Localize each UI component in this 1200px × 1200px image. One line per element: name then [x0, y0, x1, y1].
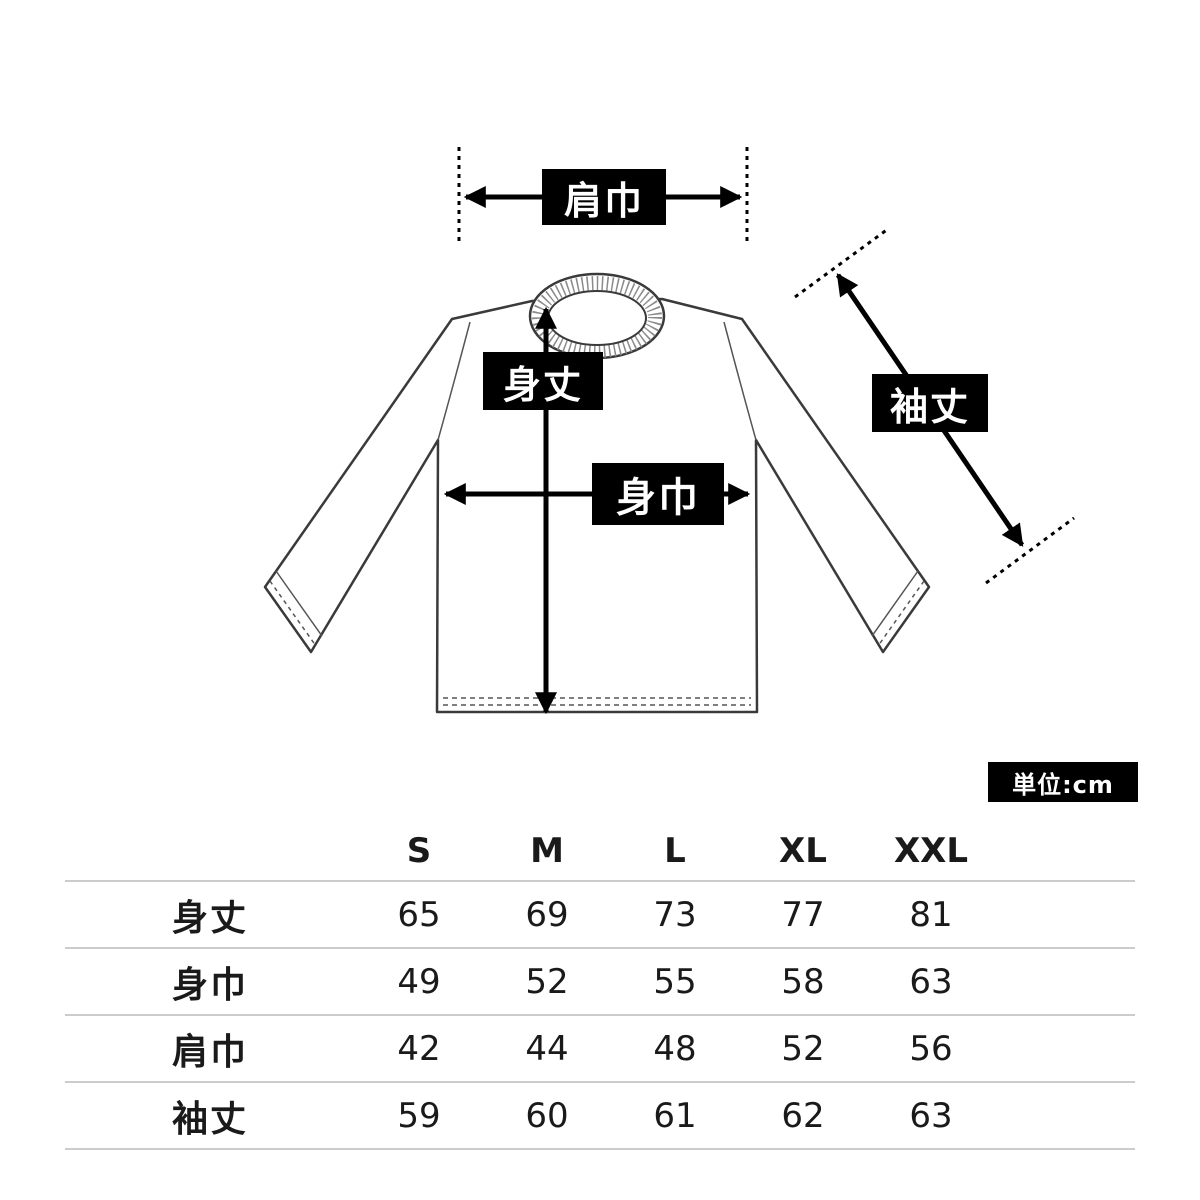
- column-header-s: S: [406, 831, 432, 871]
- size-value-cell: 55: [653, 961, 697, 1002]
- size-value-cell: 77: [781, 894, 825, 935]
- size-value-cell: 69: [525, 894, 569, 935]
- shoulder-width-label: 肩巾: [542, 169, 666, 225]
- size-value-cell: 52: [781, 1028, 825, 1069]
- size-value-cell: 63: [909, 961, 953, 1002]
- size-value-cell: 81: [909, 894, 953, 935]
- size-value-cell: 56: [909, 1028, 953, 1069]
- column-header-xl: XL: [779, 831, 827, 871]
- row-label: 身巾: [171, 964, 248, 1006]
- size-value-cell: 48: [653, 1028, 697, 1069]
- table-row-body-length: 身丈 65 69 73 77 81: [65, 882, 1135, 949]
- shirt-seam-lines: [269, 321, 925, 706]
- size-value-cell: 52: [525, 961, 569, 1002]
- shirt-collar: [528, 272, 666, 360]
- size-value-cell: 60: [525, 1095, 569, 1136]
- row-label: 肩巾: [171, 1031, 248, 1073]
- table-row-body-width: 身巾 49 52 55 58 63: [65, 949, 1135, 1016]
- column-header-xxl: XXL: [893, 831, 969, 871]
- size-table: S M L XL XXL 身丈 65 69 73 77 81 身巾 49 52 …: [65, 822, 1135, 1150]
- size-value-cell: 49: [397, 961, 441, 1002]
- size-value-cell: 42: [397, 1028, 441, 1069]
- table-row-sleeve-length: 袖丈 59 60 61 62 63: [65, 1083, 1135, 1150]
- size-value-cell: 58: [781, 961, 825, 1002]
- sleeve-length-label: 袖丈: [872, 374, 988, 432]
- row-label: 袖丈: [171, 1098, 248, 1140]
- size-value-cell: 63: [909, 1095, 953, 1136]
- table-row-shoulder-width: 肩巾 42 44 48 52 56: [65, 1016, 1135, 1083]
- column-header-m: M: [530, 831, 564, 871]
- size-value-cell: 61: [653, 1095, 697, 1136]
- body-length-label: 身丈: [483, 352, 603, 410]
- size-value-cell: 65: [397, 894, 441, 935]
- size-value-cell: 73: [653, 894, 697, 935]
- size-value-cell: 62: [781, 1095, 825, 1136]
- body-width-label: 身巾: [592, 463, 724, 525]
- row-label: 身丈: [171, 897, 248, 939]
- column-header-l: L: [664, 831, 686, 871]
- size-value-cell: 44: [525, 1028, 569, 1069]
- size-value-cell: 59: [397, 1095, 441, 1136]
- unit-badge: 単位:cm: [988, 762, 1138, 802]
- table-header-row: S M L XL XXL: [65, 822, 1135, 882]
